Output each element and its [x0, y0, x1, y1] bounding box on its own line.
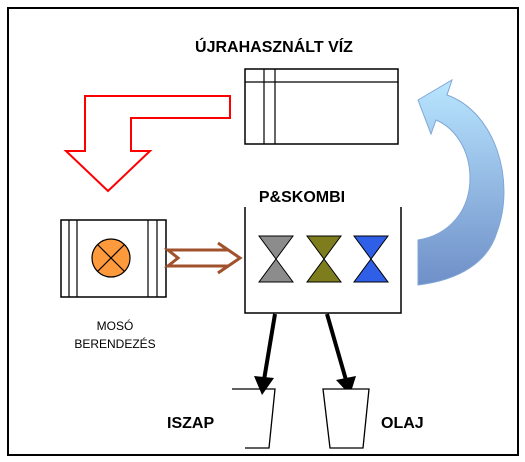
sludge-label: ISZAP: [167, 415, 214, 432]
washer-label-line1: MOSÓ: [97, 318, 134, 333]
unit-name-label: P&SKOMBI: [259, 189, 345, 206]
valve-icon: [353, 235, 389, 283]
oil-outflow-arrow: [325, 313, 348, 381]
valve-icon: [306, 235, 342, 283]
pump-icon: [91, 238, 131, 278]
sludge-arrowhead: [254, 376, 274, 395]
sludge-container-icon: [232, 388, 276, 449]
brown-flow-arrow: [163, 241, 243, 275]
sludge-outflow-arrow: [262, 313, 277, 381]
recycled-water-label: ÚJRAHASZNÁLT VÍZ: [195, 37, 353, 56]
recycled-water-tank: [244, 68, 399, 145]
red-flow-arrow: [63, 95, 231, 193]
washer-label-line2: BERENDEZÉS: [74, 336, 155, 351]
oil-label: OLAJ: [381, 415, 424, 432]
blue-return-arrow: [417, 78, 505, 286]
valve-icon: [258, 235, 294, 283]
oil-container-icon: [322, 388, 370, 449]
outer-frame: [7, 7, 519, 456]
